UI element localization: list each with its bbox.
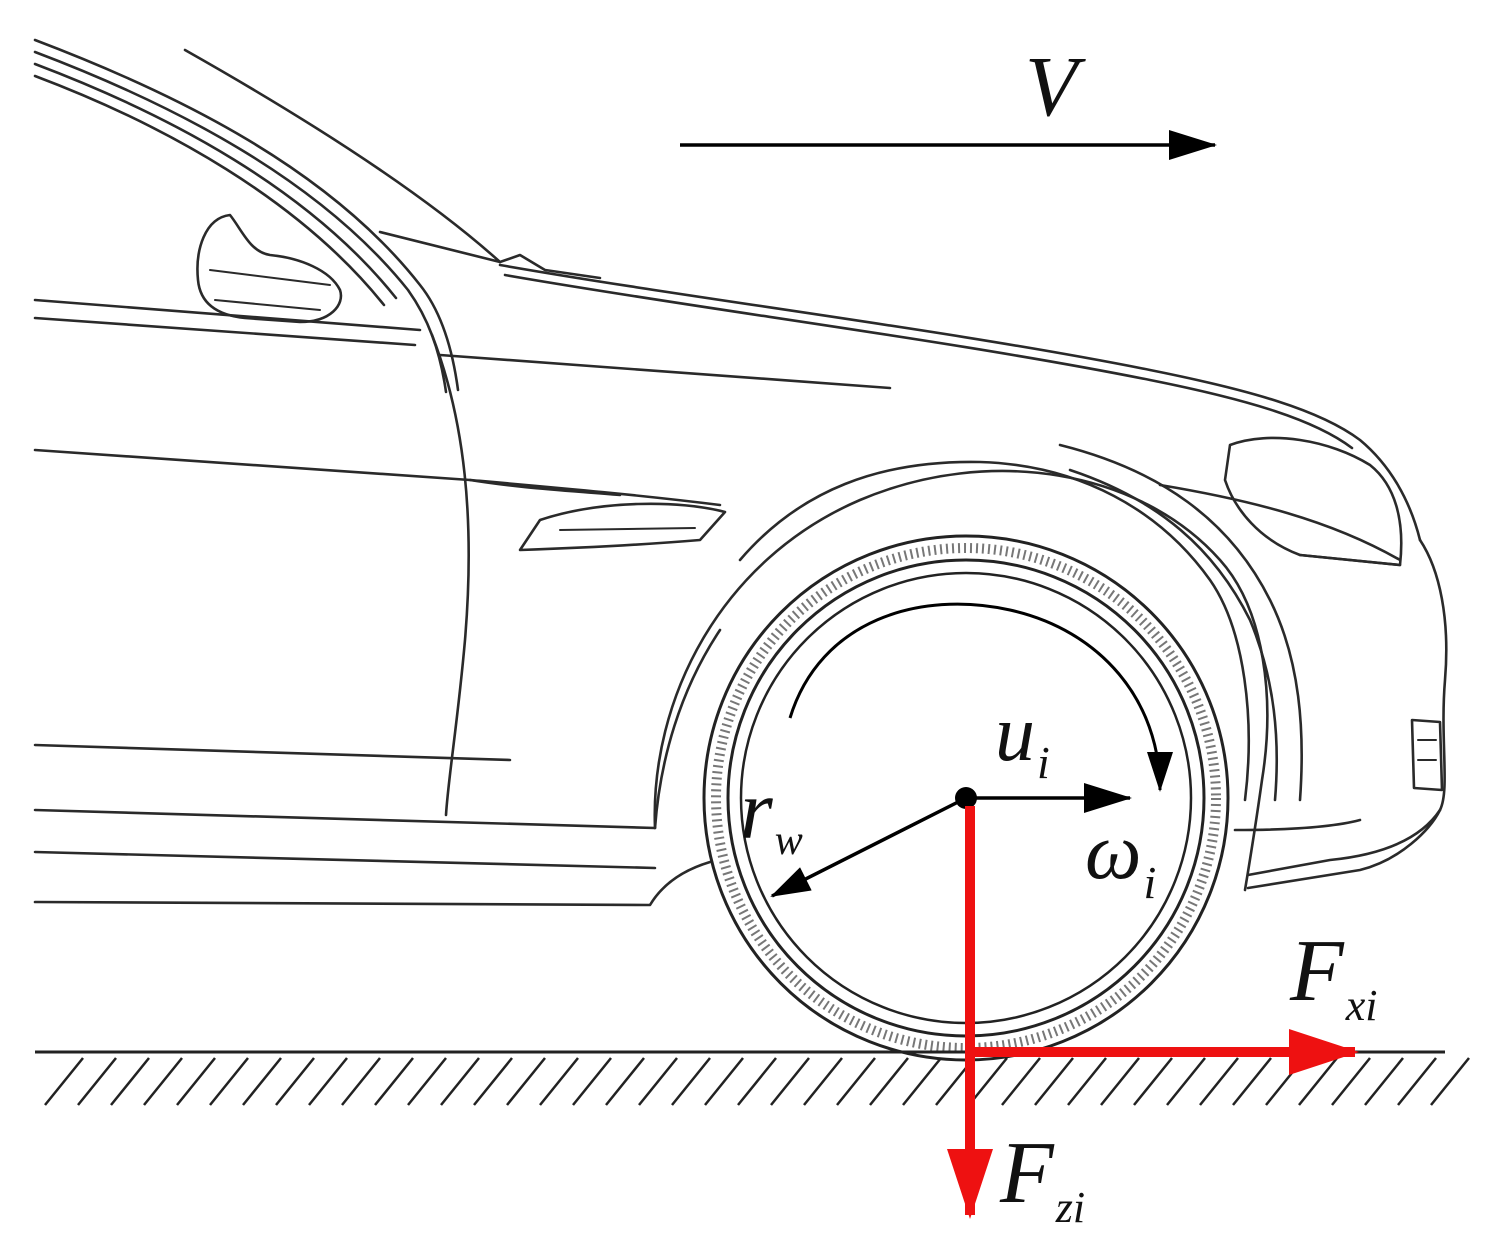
ground-hatch-mark [407, 1057, 447, 1106]
ground-hatch-mark [1133, 1057, 1173, 1106]
ground-hatch-mark [506, 1057, 546, 1106]
ground-hatch-mark [209, 1057, 249, 1106]
ground-hatch-mark [275, 1057, 315, 1106]
ground-hatch-mark [803, 1057, 843, 1106]
longitudinal-force-label: Fxi [1289, 923, 1378, 1030]
ground-hatch-mark [1298, 1057, 1338, 1106]
ground-hatch-mark [44, 1057, 84, 1106]
wheel-radius-label: rw [740, 764, 803, 864]
ground-hatch-mark [1397, 1057, 1437, 1106]
vertical-force-label: Fzi [999, 1125, 1085, 1232]
ground-hatch-mark [242, 1057, 282, 1106]
angular-velocity-label: ωi [1085, 808, 1156, 908]
ground-hatch-mark [704, 1057, 744, 1106]
ground-hatch-mark [638, 1057, 678, 1106]
ground-hatch-mark [836, 1057, 876, 1106]
radius-arrow [770, 796, 967, 898]
ground-hatch-mark [440, 1057, 480, 1106]
ground-hatch-mark [1100, 1057, 1140, 1106]
ground [35, 1050, 1470, 1106]
ground-hatch-mark [1265, 1057, 1305, 1106]
ground-hatch-mark [1067, 1057, 1107, 1106]
ground-hatch-mark [605, 1057, 645, 1106]
ground-hatch-mark [77, 1057, 117, 1106]
wheel-speed-label: ui [995, 690, 1050, 788]
ground-hatch-mark [1331, 1057, 1371, 1106]
ground-hatch-mark [1034, 1057, 1074, 1106]
ground-hatch-mark [770, 1057, 810, 1106]
velocity-label: V [1025, 38, 1086, 134]
ground-hatch-mark [1199, 1057, 1239, 1106]
ground-hatch-mark [1166, 1057, 1206, 1106]
ground-hatch-mark [539, 1057, 579, 1106]
car-body-outline [33, 38, 1448, 907]
ground-hatch-mark [1364, 1057, 1404, 1106]
ground-hatch-mark [1232, 1057, 1272, 1106]
ground-hatch-mark [473, 1057, 513, 1106]
ground-hatch-mark [1430, 1057, 1470, 1106]
ground-hatch-mark [1001, 1057, 1041, 1106]
wheel [702, 534, 1230, 1062]
ground-hatch-mark [374, 1057, 414, 1106]
ground-hatch-mark [308, 1057, 348, 1106]
ground-hatch-mark [176, 1057, 216, 1106]
ground-hatch-mark [869, 1057, 909, 1106]
ground-hatch-mark [110, 1057, 150, 1106]
ground-hatch-mark [143, 1057, 183, 1106]
ground-hatch-mark [737, 1057, 777, 1106]
ground-hatch-mark [671, 1057, 711, 1106]
ground-hatch-mark [902, 1057, 942, 1106]
ground-hatch-mark [572, 1057, 612, 1106]
rotation-arc-arrow [788, 602, 1173, 792]
ground-hatch-mark [341, 1057, 381, 1106]
ground-hatch-mark [968, 1057, 1008, 1106]
